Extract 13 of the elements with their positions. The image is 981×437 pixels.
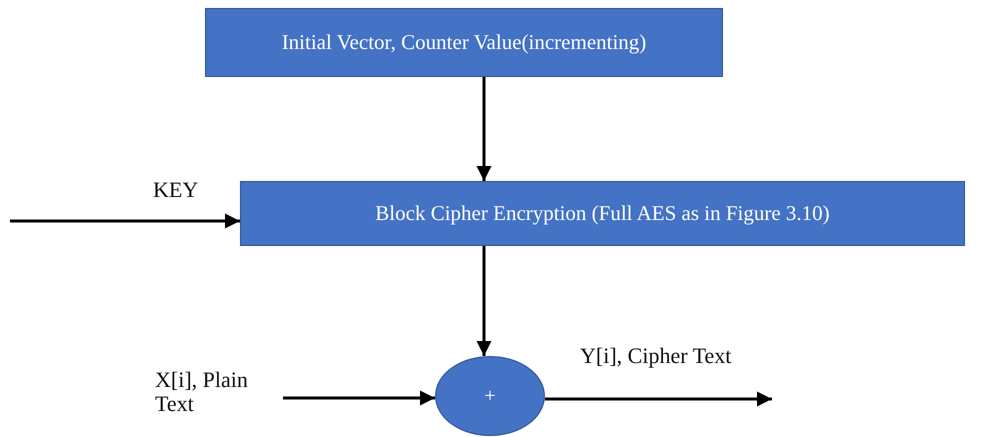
edge-label: KEY	[153, 177, 198, 203]
input-label: X[i], Plain Text	[155, 368, 283, 416]
arrow	[283, 390, 435, 406]
arrow	[10, 214, 240, 228]
process-box	[205, 8, 723, 77]
edge-label: Y[i], Cipher Text	[580, 343, 732, 369]
node-text: Initial Vector, Counter Value(incrementing)	[282, 30, 646, 55]
process-box	[240, 181, 965, 246]
arrow	[476, 246, 492, 356]
node-text: +	[484, 384, 496, 408]
arrow	[545, 392, 772, 406]
node-text: Block Cipher Encryption (Full AES as in Figure 3.10)	[375, 201, 830, 226]
arrow	[476, 77, 492, 181]
